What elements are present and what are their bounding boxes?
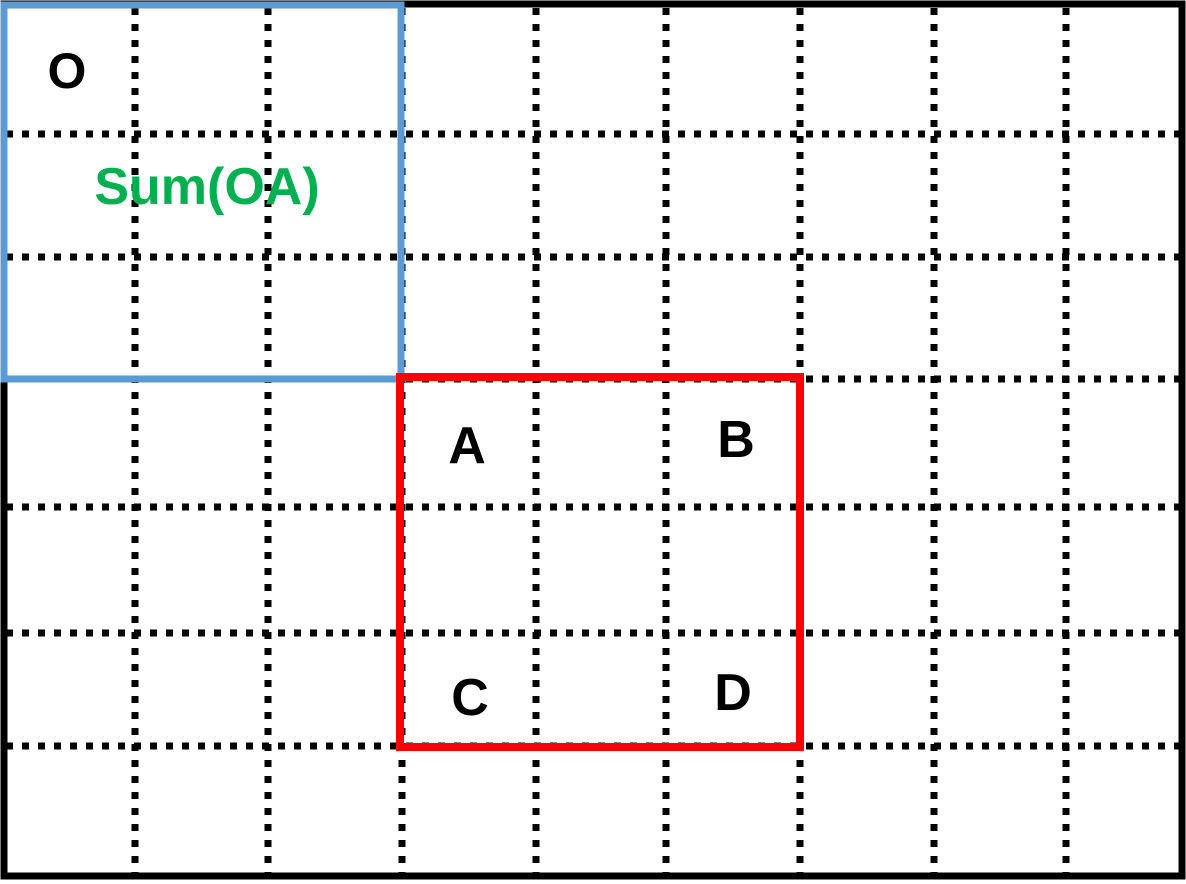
label-corner-c: C	[451, 669, 489, 727]
label-sum: Sum(OA)	[94, 158, 319, 216]
blue-region-box	[0, 1, 405, 383]
label-corner-a: A	[448, 417, 486, 475]
label-corner-b: B	[717, 411, 755, 469]
label-origin: O	[48, 43, 87, 99]
red-region-box	[396, 373, 804, 751]
label-corner-d: D	[714, 664, 752, 722]
